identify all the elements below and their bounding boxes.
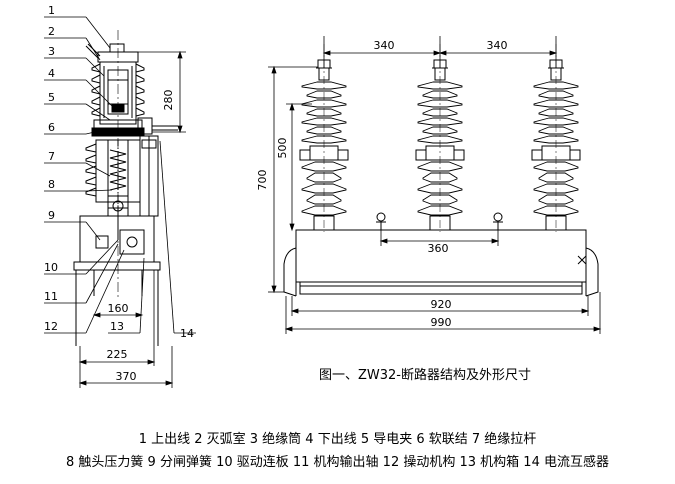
dim-700: 700	[256, 170, 269, 191]
legend-row-1: 1 上出线 2 灭弧室 3 绝缘筒 4 下出线 5 导电夹 6 软联结 7 绝缘…	[138, 432, 537, 447]
dim-990: 990	[431, 316, 452, 329]
side-view-drawing	[73, 30, 178, 346]
part-number-1: 1	[48, 4, 55, 17]
part-number-11: 11	[44, 290, 58, 303]
part-number-6: 6	[48, 121, 55, 134]
dim-225: 225	[107, 348, 128, 361]
part-number-4: 4	[48, 67, 55, 80]
dim-340-left: 340	[374, 39, 395, 52]
dim-160: 160	[108, 302, 129, 315]
part-number-5: 5	[48, 91, 55, 104]
dim-360: 360	[428, 242, 449, 255]
legend-row-2: 8 触头压力簧 9 分闸弹簧 10 驱动连板 11 机构输出轴 12 操动机构 …	[66, 455, 609, 470]
dim-340-right: 340	[487, 39, 508, 52]
dim-500: 500	[276, 138, 289, 159]
pole-2	[415, 44, 465, 232]
front-view-drawing	[283, 44, 599, 297]
figure-caption: 图一、ZW32-断路器结构及外形尺寸	[319, 367, 531, 383]
part-number-8: 8	[48, 178, 55, 191]
part-number-9: 9	[48, 209, 55, 222]
part-number-12: 12	[44, 320, 58, 333]
part-number-3: 3	[48, 45, 55, 58]
part-number-10: 10	[44, 261, 58, 274]
dim-280: 280	[162, 90, 175, 111]
part-number-7: 7	[48, 150, 55, 163]
part-number-2: 2	[48, 25, 55, 38]
dim-920: 920	[431, 298, 452, 311]
pole-1	[299, 44, 349, 232]
dim-370: 370	[116, 370, 137, 383]
pole-3	[531, 44, 581, 232]
part-number-14: 14	[180, 327, 194, 340]
part-number-13: 13	[110, 320, 124, 333]
